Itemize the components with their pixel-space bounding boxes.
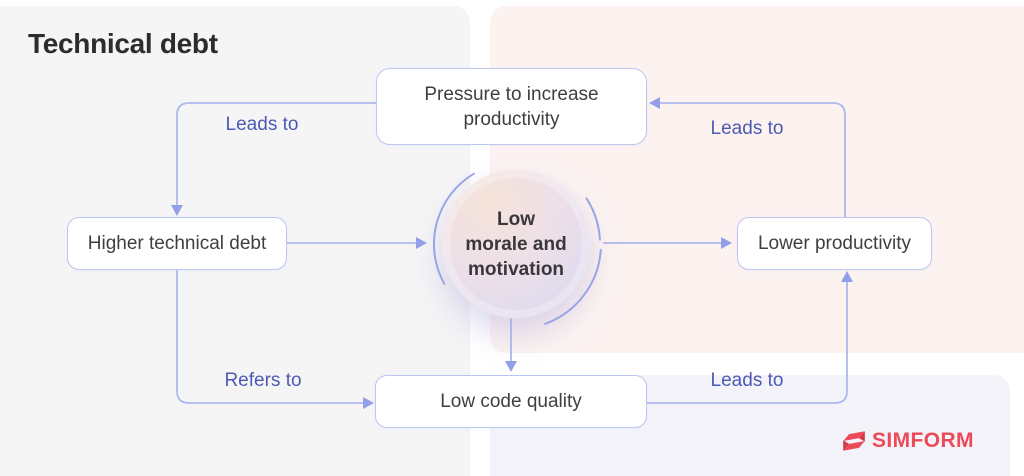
circle-text-line: morale and (465, 233, 567, 255)
edge-label-top-left: Leads to (225, 114, 299, 135)
arrowhead-up-into-lower-productivity (841, 271, 853, 282)
arrowhead-right-into-lower-productivity (721, 237, 732, 249)
arrowhead-down-into-higher-debt (171, 205, 183, 216)
circle-text-line: Low (497, 208, 535, 230)
edge-label-bottom-right: Leads to (710, 370, 784, 391)
node-lower-productivity: Lower productivity (737, 217, 932, 270)
circle-text-line: motivation (467, 258, 565, 280)
node-higher-technical-debt: Higher technical debt (67, 217, 287, 270)
circle-arc-lower-right (544, 248, 602, 325)
page-title: Technical debt (28, 28, 218, 59)
circle-arc-left (433, 172, 475, 285)
connector-bottom-right (646, 281, 848, 404)
arrowhead-right-into-low-code-quality (363, 397, 374, 409)
edge-label-top-right: Leads to (710, 118, 784, 139)
connector-bottom-left (176, 269, 364, 404)
simform-logo: SIMFORM (841, 428, 974, 454)
background-panel-pink (490, 6, 1024, 353)
arrowhead-right-into-center (416, 237, 427, 249)
edge-label-bottom-left: Refers to (224, 370, 302, 391)
node-pressure-to-increase-productivity: Pressure to increase productivity (376, 68, 647, 145)
node-low-code-quality: Low code quality (375, 375, 647, 428)
arrowhead-left-into-pressure (649, 97, 660, 109)
arrowhead-down-into-low-code-quality (505, 361, 517, 372)
simform-logo-icon (843, 431, 865, 451)
connector-top-right (659, 102, 846, 218)
simform-logo-text: SIMFORM (872, 429, 974, 452)
connector-top-left (176, 102, 377, 206)
node-low-morale-and-motivation: Low morale and motivation (442, 170, 590, 318)
circle-arc-upper-right (585, 197, 601, 241)
